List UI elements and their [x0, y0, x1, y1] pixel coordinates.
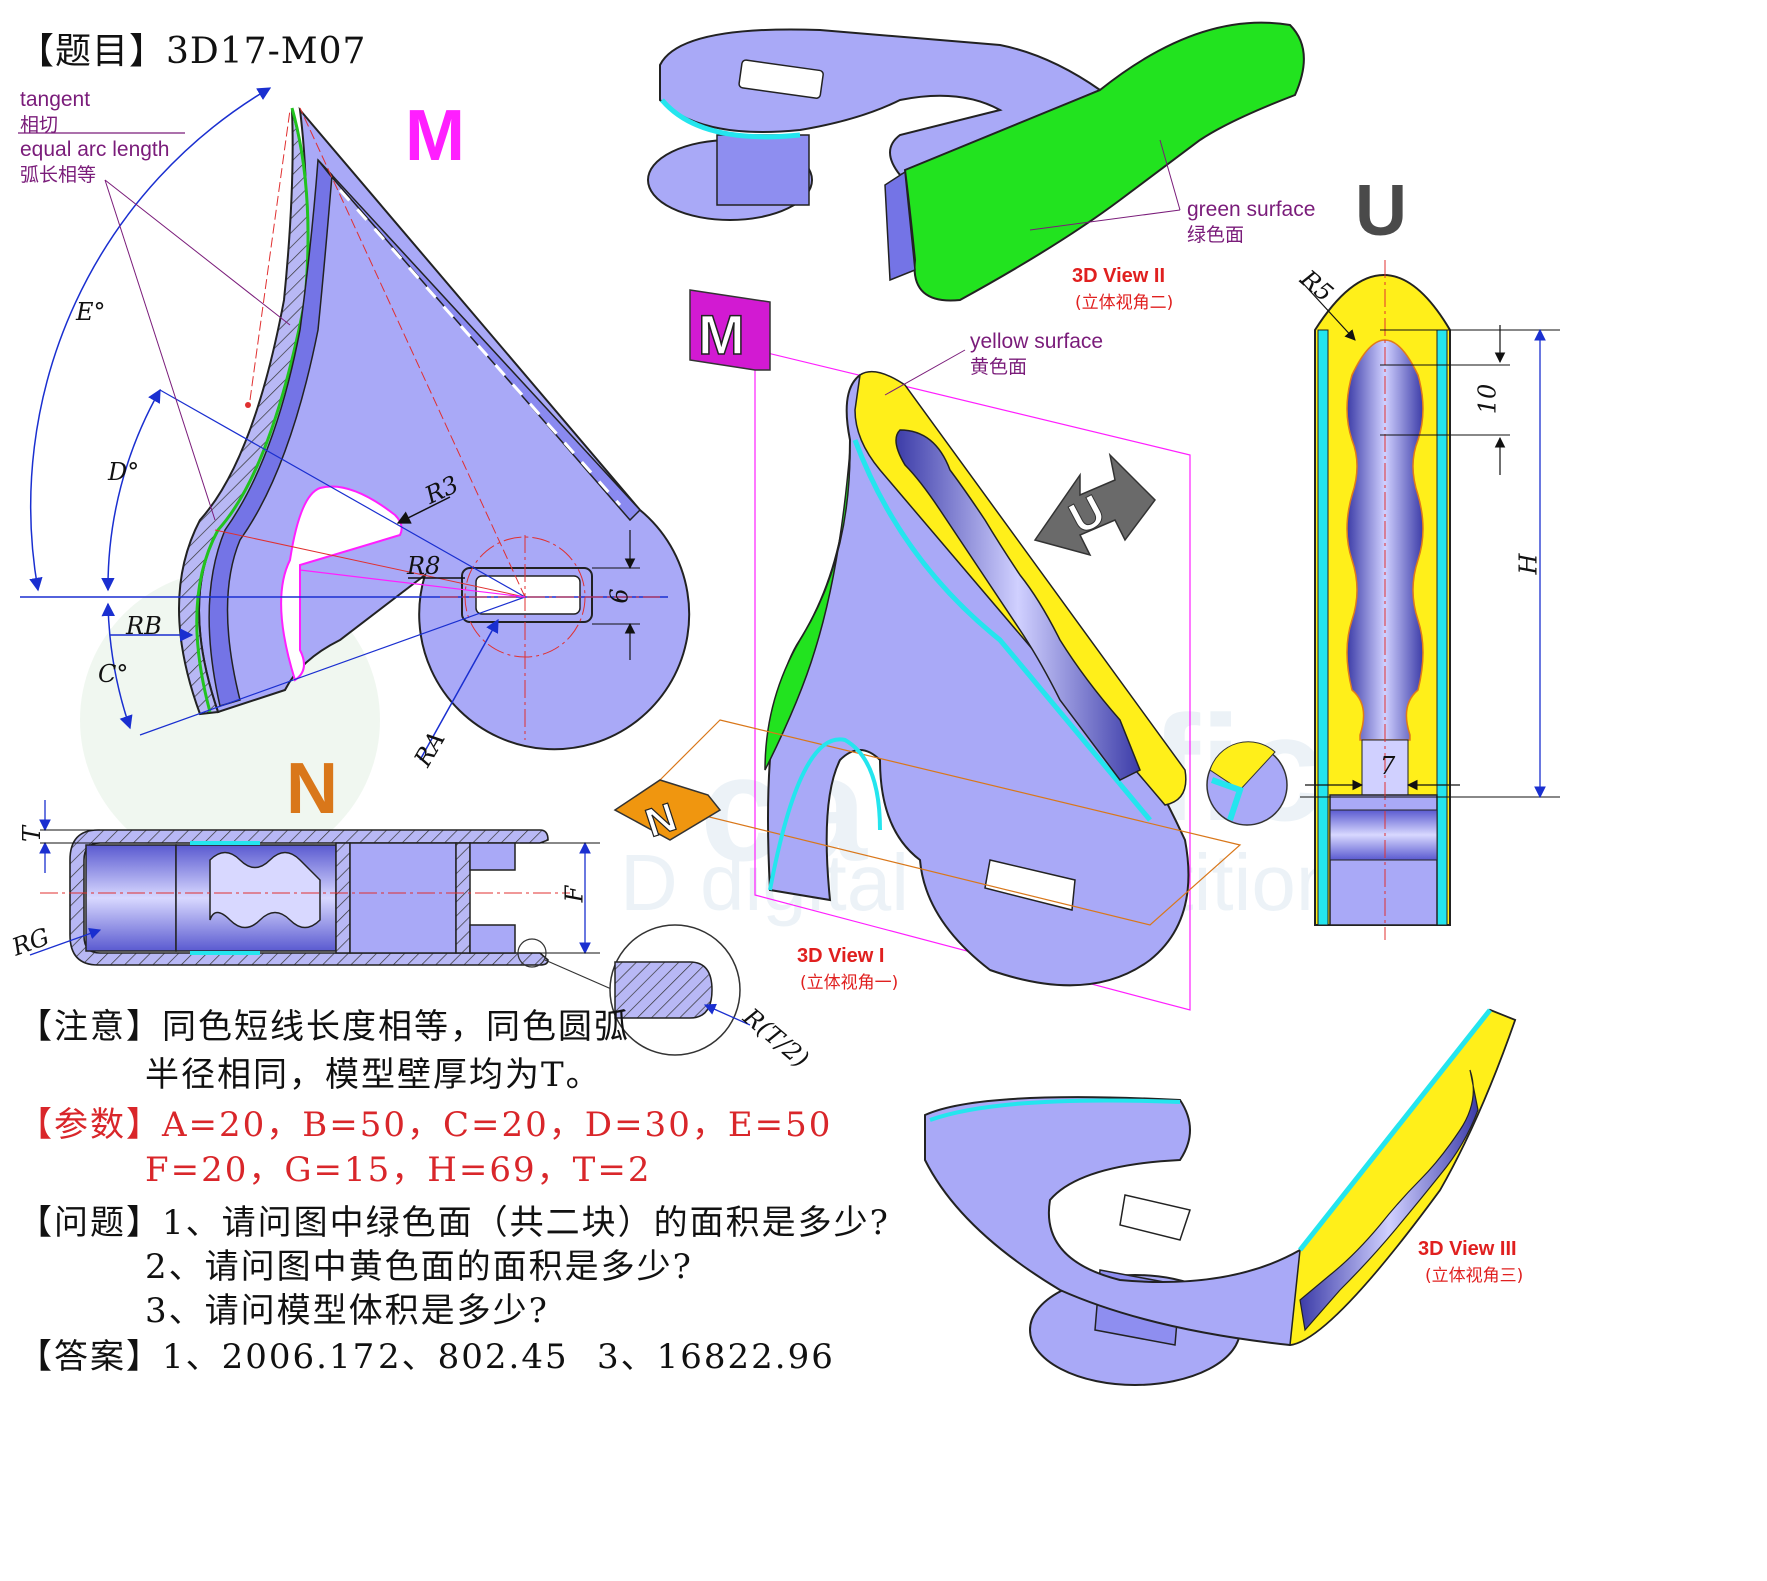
note-line1: 【注意】同色短线长度相等，同色圆弧 [18, 1002, 630, 1052]
v1-lower-slot [984, 859, 1076, 911]
m-top-edge-detail [338, 189, 622, 506]
n-prongs [469, 842, 516, 954]
view-u-letter: U [1355, 171, 1407, 251]
dim-d-label: D° [108, 458, 140, 486]
dim-c-arc [101, 602, 133, 730]
n-wavy-slot [209, 851, 321, 929]
view-n-drawing [29, 800, 751, 1056]
dim-f-label: F [560, 885, 589, 903]
view-3d-3 [924, 1008, 1517, 1386]
answer-1: 1、2006.17 [162, 1337, 377, 1377]
params-text1: A=20，B=50，C=20，D=30，E=50 [162, 1105, 833, 1145]
params-text2: F=20，G=15，H=69，T=2 [145, 1150, 652, 1190]
dim-6-label: 6 [605, 588, 634, 604]
n-wall-2 [455, 842, 471, 954]
detail-r-profile [614, 961, 713, 1019]
question-2: 2、请问图中黄色面的面积是多少? [145, 1247, 693, 1287]
answers-line: 【答案】1、2006.17 [18, 1332, 376, 1382]
page-title: 【题目】3D17-M07 [18, 31, 367, 72]
n-center-block [349, 842, 457, 954]
arc-label-zh: 弧长相等 [20, 164, 97, 186]
arc-label-en: equal arc length [20, 138, 170, 161]
answers-label: 【答案】 [18, 1337, 162, 1377]
detail-ball [1206, 741, 1288, 826]
rotate-arrow-icon: U [1033, 452, 1156, 557]
questions-line1: 【问题】1、请问图中绿色面（共二块）的面积是多少? [18, 1198, 890, 1248]
dim-10-label: 10 [1473, 383, 1502, 415]
note-text2: 半径相同，模型壁厚均为T。 [145, 1055, 602, 1095]
m-view-tag: M [689, 289, 771, 371]
dim-7-label: 7 [1380, 752, 1396, 780]
dim-e-arc [29, 87, 272, 592]
view-3d-1 [638, 349, 1242, 1011]
view-u-drawing [1299, 260, 1560, 940]
dim-e-label: E° [76, 298, 106, 326]
m-window [280, 485, 403, 682]
dim-r8-label: R8 [407, 552, 441, 580]
yellow-surface-label-zh: 黄色面 [970, 356, 1028, 378]
dim-t-label: T [18, 825, 47, 843]
v3-wavy-slot [1299, 1069, 1479, 1332]
v1-wavy-slot [895, 429, 1141, 781]
question-3: 3、请问模型体积是多少? [145, 1291, 549, 1331]
view2-title-zh: (立体视角二) [1075, 293, 1174, 313]
view3-title-en: 3D View III [1418, 1238, 1517, 1260]
answer-2: 2、802.45 [378, 1337, 569, 1377]
params-line1: 【参数】A=20，B=50，C=20，D=30，E=50 [18, 1100, 832, 1150]
note-label: 【注意】 [18, 1007, 162, 1047]
v1-cyan-edge [852, 439, 1152, 822]
n-tube-left [85, 844, 177, 952]
note-text1: 同色短线长度相等，同色圆弧 [162, 1007, 630, 1047]
green-surface-label-en: green surface [1187, 198, 1316, 221]
dim-d-arc [101, 388, 161, 592]
tangent-label-zh: 相切 [20, 114, 59, 136]
n-outer-hatch [69, 829, 549, 966]
view1-title-zh: (立体视角一) [800, 973, 899, 993]
view-m-letter: M [405, 96, 465, 176]
view2-title-en: 3D View II [1072, 265, 1166, 287]
v2-green-surface [903, 21, 1305, 302]
n-wall-1 [335, 842, 351, 954]
params-label: 【参数】 [18, 1105, 162, 1145]
question-1: 1、请问图中绿色面（共二块）的面积是多少? [162, 1203, 890, 1243]
view-n-letter: N [286, 749, 338, 829]
view-m-drawing [18, 87, 691, 761]
questions-label: 【问题】 [18, 1203, 162, 1243]
green-surface-label-zh: 绿色面 [1187, 224, 1245, 246]
m-top-edge [317, 159, 642, 522]
svg-text:M: M [698, 303, 745, 366]
dim-h-label: H [1514, 553, 1543, 575]
dim-c-label: C° [98, 660, 129, 688]
view1-title-en: 3D View I [797, 945, 885, 967]
m-slot-inner [475, 575, 581, 615]
u-wavy-slot [1346, 339, 1424, 741]
yellow-surface-label-en: yellow surface [970, 330, 1104, 353]
dim-rb-label: RB [126, 612, 162, 640]
view-3d-2 [647, 21, 1305, 302]
view3-title-zh: (立体视角三) [1425, 1266, 1524, 1286]
answer-3: 3、16822.96 [597, 1337, 835, 1377]
tangent-label-en: tangent [20, 88, 91, 111]
v1-green-face [764, 449, 851, 771]
